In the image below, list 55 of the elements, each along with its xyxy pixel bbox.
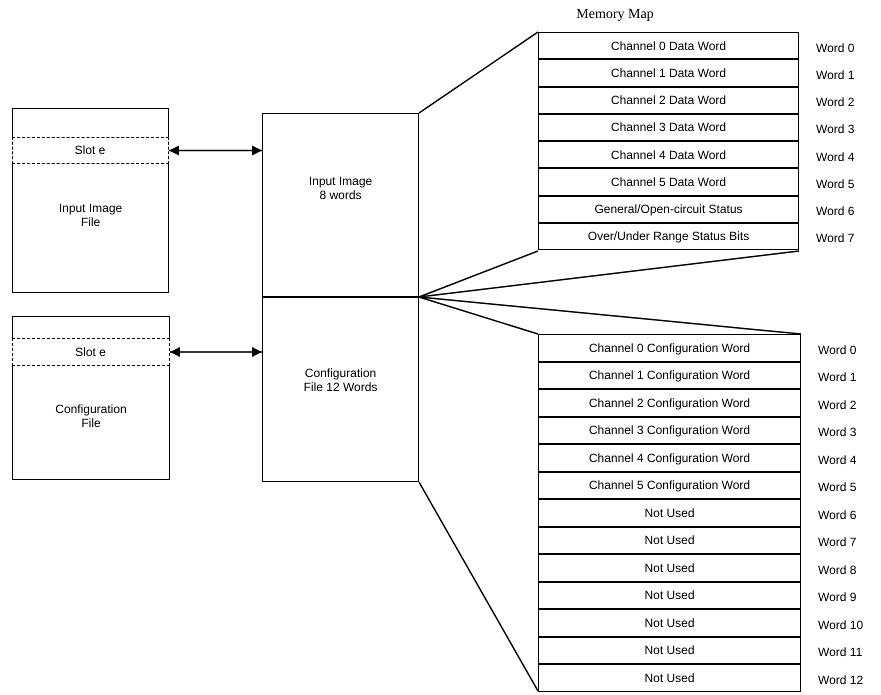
word-number: Word 6 (816, 204, 854, 218)
box-label: Configuration File 12 Words (302, 366, 378, 394)
word-number: Word 6 (818, 508, 856, 522)
memory-map-row: Channel 1 Data Word (538, 59, 799, 86)
memory-map-row: Channel 2 Data Word (538, 86, 799, 114)
box-label: Input Image 8 words (308, 174, 374, 202)
memory-map-row: Channel 4 Data Word (538, 141, 799, 168)
memory-map-row: Not Used (538, 636, 801, 664)
word-number: Word 7 (816, 231, 854, 246)
word-number: Word 4 (818, 452, 856, 467)
word-number: Word 7 (818, 535, 856, 550)
word-number: Word 12 (818, 672, 864, 687)
file-box (12, 316, 170, 480)
word-number: Word 1 (818, 370, 856, 384)
memory-map-row: Channel 1 Configuration Word (538, 362, 801, 389)
word-number: Word 9 (818, 590, 856, 604)
word-number: Word 2 (816, 95, 854, 110)
memory-map-row: Not Used (538, 582, 801, 609)
slot-region: Slot e (12, 338, 170, 366)
slot-region: Slot e (12, 136, 168, 164)
double-arrow (170, 347, 262, 357)
word-number: Word 10 (818, 618, 864, 632)
file-box (262, 113, 419, 297)
memory-map-row: Not Used (538, 526, 801, 554)
memory-map-row: Channel 0 Configuration Word (538, 334, 801, 362)
word-number: Word 0 (816, 40, 854, 55)
word-number: Word 5 (816, 176, 854, 191)
word-number: Word 2 (818, 398, 856, 412)
box-label: Input Image File (58, 201, 124, 229)
memory-map-row: Channel 5 Configuration Word (538, 472, 801, 499)
box-label: Configuration File (54, 402, 128, 430)
memory-map-row: Channel 5 Data Word (538, 168, 799, 196)
memory-map-row: Channel 3 Data Word (538, 114, 799, 141)
diagram-title: Memory Map (575, 7, 655, 23)
word-number: Word 11 (818, 645, 862, 660)
memory-map-row: Channel 3 Configuration Word (538, 416, 801, 444)
memory-map-row: Not Used (538, 554, 801, 582)
double-arrow (169, 146, 262, 156)
memory-map-row: Not Used (538, 664, 801, 692)
memory-map-row: Over/Under Range Status Bits (538, 222, 799, 250)
word-number: Word 3 (818, 425, 856, 440)
memory-map-row: General/Open-circuit Status (538, 196, 799, 223)
word-number: Word 0 (818, 342, 856, 357)
word-number: Word 3 (816, 122, 854, 136)
word-number: Word 5 (818, 480, 856, 494)
memory-map-row: Channel 0 Data Word (538, 32, 799, 60)
memory-map-row: Channel 4 Configuration Word (538, 444, 801, 472)
file-box (12, 108, 169, 293)
memory-map-row: Not Used (538, 609, 801, 636)
word-number: Word 8 (818, 562, 856, 577)
word-number: Word 1 (816, 68, 854, 82)
file-box (262, 297, 419, 482)
memory-map-row: Channel 2 Configuration Word (538, 389, 801, 416)
word-number: Word 4 (816, 150, 854, 164)
memory-map-row: Not Used (538, 499, 801, 526)
